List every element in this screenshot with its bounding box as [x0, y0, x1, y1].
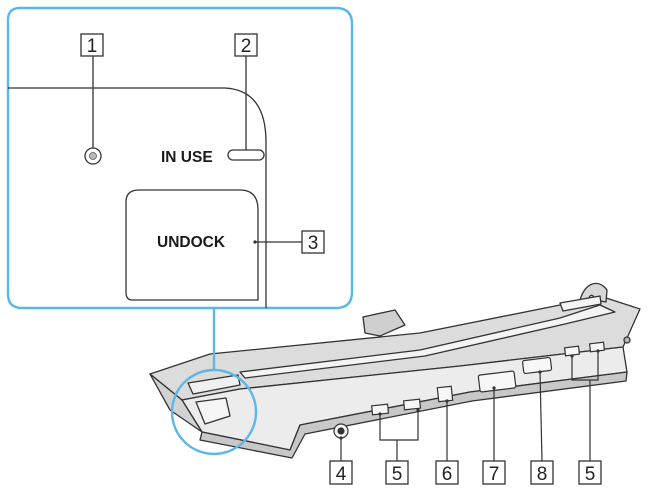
undock-label: UNDOCK	[157, 234, 226, 251]
vga-port	[522, 356, 553, 375]
front-tab	[195, 397, 231, 425]
usb-port-2	[402, 398, 422, 411]
callout-6-label: 6	[442, 464, 453, 485]
inset-callout: IN USE UNDOCK	[6, 6, 354, 310]
inset-undock-button	[125, 189, 259, 301]
docking-station	[149, 282, 641, 459]
dock-bottom-lip	[199, 371, 628, 459]
usb-port-3	[563, 345, 581, 357]
leader-8	[539, 371, 543, 462]
callout-4-label: 4	[336, 464, 347, 485]
callout-8-label: 8	[537, 464, 548, 485]
dock-connector-tab	[362, 309, 406, 337]
callout-2-label: 2	[241, 36, 252, 57]
callout-3-label: 3	[308, 233, 319, 254]
callout-5b-label: 5	[585, 464, 596, 485]
callout-5a-label: 5	[392, 464, 403, 485]
in-use-label: IN USE	[161, 149, 213, 166]
leader-5a	[379, 410, 419, 461]
callout-3	[301, 230, 325, 254]
callout-1-label: 1	[87, 36, 98, 57]
in-use-indicator	[227, 149, 265, 161]
callout-7-label: 7	[489, 464, 500, 485]
callout-2	[234, 33, 258, 57]
leader-5b	[571, 351, 599, 461]
dock-rear-ridge	[239, 304, 616, 379]
inset-device-edge	[8, 87, 267, 308]
ethernet-port	[436, 385, 454, 403]
security-slot	[623, 336, 631, 344]
right-slot	[559, 295, 602, 312]
dvi-port	[477, 370, 517, 393]
callout-1	[80, 33, 104, 57]
undock-lever	[187, 374, 241, 395]
